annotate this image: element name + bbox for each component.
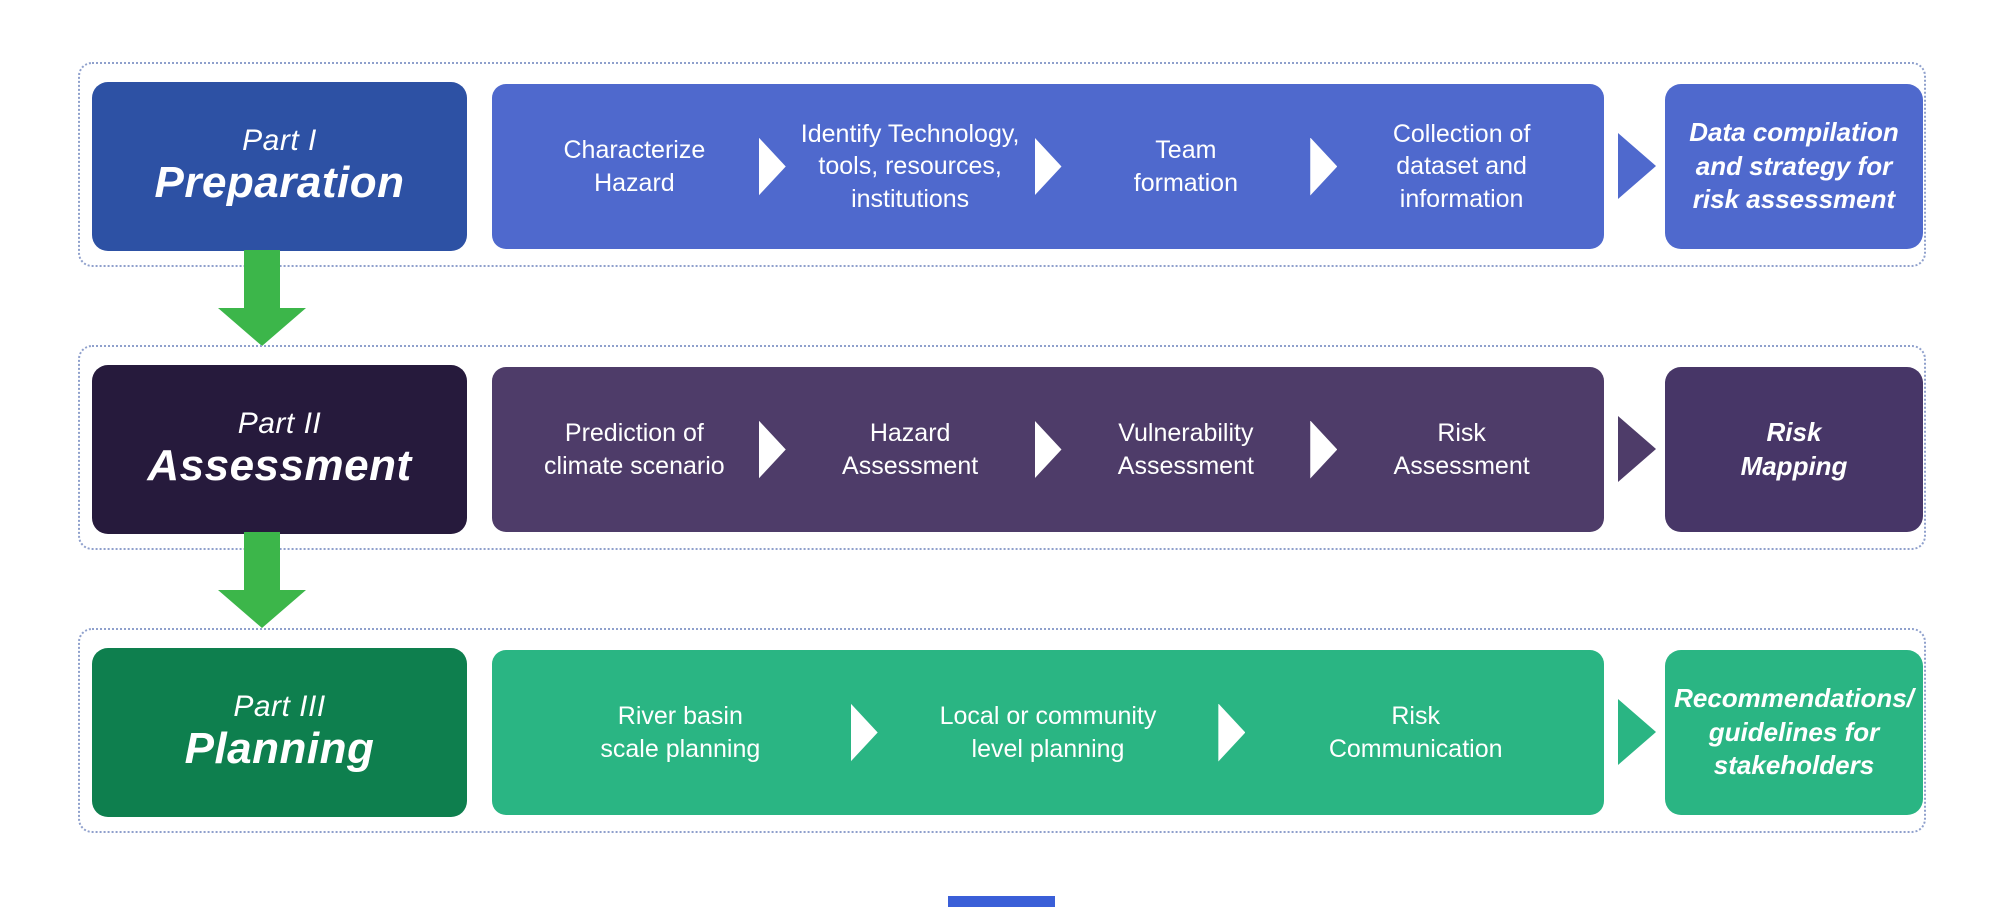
step: Identify Technology, tools, resources, i… xyxy=(800,119,1020,213)
right-arrow-icon xyxy=(1618,416,1656,482)
part-name: Assessment xyxy=(147,441,412,491)
right-triangle-icon xyxy=(758,137,786,196)
part-name: Planning xyxy=(184,724,375,774)
part-name: Preparation xyxy=(154,158,405,208)
right-triangle-icon xyxy=(1034,137,1062,196)
part-label: Part II xyxy=(237,406,322,440)
phase-row-preparation: Part I Preparation Characterize Hazard I… xyxy=(78,62,1926,267)
part-box-planning: Part III Planning xyxy=(92,648,467,817)
right-arrow-icon xyxy=(1618,699,1656,765)
part-box-assessment: Part II Assessment xyxy=(92,365,467,534)
part-label: Part I xyxy=(242,123,317,157)
right-triangle-icon xyxy=(1310,420,1338,479)
step: Prediction of climate scenario xyxy=(544,419,725,480)
step: River basin scale planning xyxy=(600,702,761,763)
scrollbar-thumb[interactable] xyxy=(948,896,1055,907)
step: Hazard Assessment xyxy=(842,419,979,480)
step: Local or community level planning xyxy=(939,702,1157,763)
step: Team formation xyxy=(1133,136,1238,197)
step: Vulnerability Assessment xyxy=(1117,419,1254,480)
right-triangle-icon xyxy=(1218,703,1246,762)
right-triangle-icon xyxy=(1310,137,1338,196)
output-box-assessment: Risk Mapping xyxy=(1665,367,1923,532)
steps-box-preparation: Characterize Hazard Identify Technology,… xyxy=(492,84,1604,249)
steps-box-planning: River basin scale planning Local or comm… xyxy=(492,650,1604,815)
part-label: Part III xyxy=(233,689,326,723)
phase-row-assessment: Part II Assessment Prediction of climate… xyxy=(78,345,1926,550)
step: Risk Communication xyxy=(1328,702,1503,763)
right-triangle-icon xyxy=(850,703,878,762)
right-triangle-icon xyxy=(758,420,786,479)
steps-box-assessment: Prediction of climate scenario Hazard As… xyxy=(492,367,1604,532)
down-arrow-icon xyxy=(218,532,306,628)
output-box-planning: Recommendations/ guidelines for stakehol… xyxy=(1665,650,1923,815)
right-arrow-icon xyxy=(1618,133,1656,199)
step: Risk Assessment xyxy=(1393,419,1530,480)
step: Characterize Hazard xyxy=(563,136,706,197)
right-triangle-icon xyxy=(1034,420,1062,479)
part-box-preparation: Part I Preparation xyxy=(92,82,467,251)
step: Collection of dataset and information xyxy=(1392,119,1531,213)
output-box-preparation: Data compilation and strategy for risk a… xyxy=(1665,84,1923,249)
down-arrow-icon xyxy=(218,250,306,346)
phase-row-planning: Part III Planning River basin scale plan… xyxy=(78,628,1926,833)
